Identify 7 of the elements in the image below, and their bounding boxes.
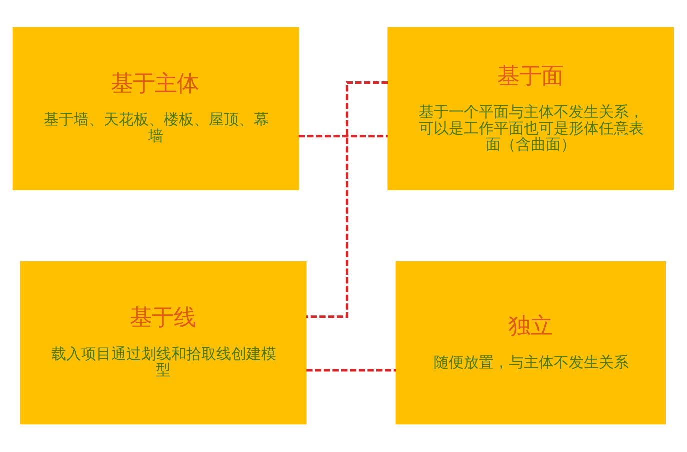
connector bbox=[306, 82, 388, 318]
connector bbox=[298, 135, 388, 138]
node-box: 基于主体 基于墙、天花板、楼板、屋顶、幕墙 bbox=[12, 27, 300, 190]
node-box: 基于线 载入项目通过划线和拾取线创建模型 bbox=[20, 262, 307, 425]
connector bbox=[306, 369, 396, 372]
node-box: 独立 随便放置，与主体不发生关系 bbox=[396, 262, 666, 425]
node-box: 基于面 基于一个平面与主体不发生关系，可以是工作平面也可是形体任意表面（含曲面） bbox=[388, 27, 674, 190]
